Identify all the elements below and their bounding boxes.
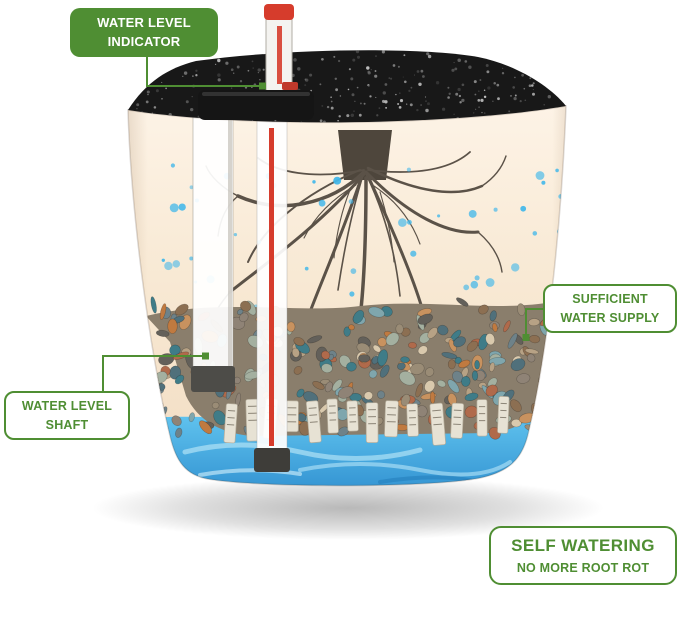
label-line-2: NO MORE ROOT ROT bbox=[516, 560, 650, 575]
connectors bbox=[102, 57, 543, 391]
pot-interior bbox=[128, 106, 566, 486]
water-level-shaft-label: WATER LEVEL SHAFT bbox=[4, 391, 130, 440]
connector-indicator-dot bbox=[259, 82, 266, 90]
water-level-indicator-assembly bbox=[198, 4, 314, 120]
label-line-1: WATER LEVEL bbox=[97, 14, 191, 30]
indicator-tube-inner bbox=[254, 119, 290, 472]
label-line-1: SELF WATERING bbox=[511, 536, 655, 556]
label-line-2: INDICATOR bbox=[107, 33, 181, 49]
connector-supply bbox=[525, 308, 543, 336]
indicator-red-cap bbox=[264, 4, 294, 20]
indicator-red-float bbox=[282, 82, 298, 90]
connector-shaft bbox=[102, 355, 202, 391]
self-watering-label: SELF WATERING NO MORE ROOT ROT bbox=[489, 526, 677, 585]
connector-supply-dot bbox=[522, 334, 530, 341]
indicator-red-stripe bbox=[277, 26, 282, 84]
water-level-shaft bbox=[191, 111, 235, 392]
connector-indicator bbox=[146, 57, 260, 87]
label-line-2: SHAFT bbox=[45, 417, 89, 432]
indicator-mount-highlight bbox=[202, 92, 310, 96]
label-line-1: WATER LEVEL bbox=[21, 399, 113, 414]
label-line-2: WATER SUPPLY bbox=[560, 310, 660, 325]
sufficient-water-supply-label: SUFFICIENT WATER SUPPLY bbox=[543, 284, 677, 333]
pot-shadow bbox=[92, 476, 604, 540]
label-line-1: SUFFICIENT bbox=[572, 292, 648, 307]
connector-shaft-dot bbox=[202, 352, 209, 360]
indicator-mount bbox=[198, 90, 314, 120]
water-level-indicator-label: WATER LEVEL INDICATOR bbox=[70, 8, 218, 57]
